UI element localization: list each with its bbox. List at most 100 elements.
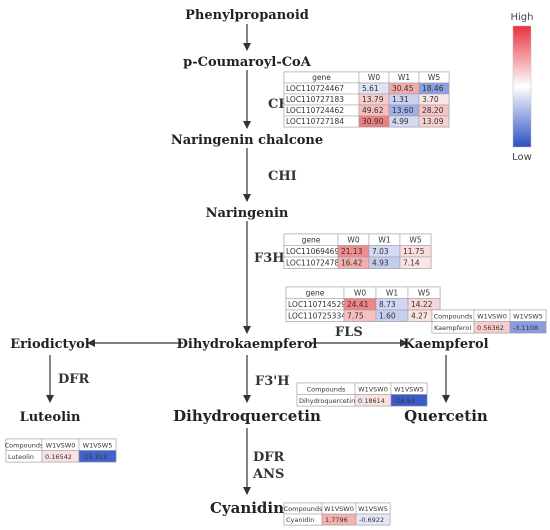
column-header: W1VSW0 xyxy=(358,386,388,394)
heatmap-value: 3.70 xyxy=(422,95,439,104)
heatmap-value: 4.27 xyxy=(411,312,428,321)
heatmap-value: 0.56362 xyxy=(477,324,504,332)
enzyme-ans: ANS xyxy=(252,467,284,482)
column-header: Compounds xyxy=(307,386,346,394)
row-label: Luteolin xyxy=(8,453,34,461)
column-header: gene xyxy=(302,236,321,245)
legend-low-label: Low xyxy=(512,152,532,163)
column-header: W0 xyxy=(368,73,380,82)
column-header: W1VSW0 xyxy=(324,505,354,513)
compound-cyanidin: Cyanidin xyxy=(210,499,284,517)
heatmap-value: 24.41 xyxy=(347,300,369,309)
heatmap-cell xyxy=(509,321,547,334)
row-label: LOC110724462 xyxy=(286,106,344,115)
enzyme-chi: CHI xyxy=(268,169,297,184)
row-label: Cyanidin xyxy=(286,516,314,524)
column-header: W1VSW5 xyxy=(513,313,543,321)
enzyme-dfr-left: DFR xyxy=(58,372,90,387)
compound-dihydroquercetin: Dihydroquercetin xyxy=(173,407,321,425)
heatmap-value: 1.60 xyxy=(379,312,396,321)
heatmap-value: -15.313 xyxy=(82,453,107,461)
row-label: Kaempferol xyxy=(434,324,471,332)
enzyme-fls: FLS xyxy=(335,325,363,340)
heatmap-value: 4.93 xyxy=(372,259,389,268)
heatmap-value: -0.6922 xyxy=(359,516,384,524)
heatmap-value: -16.93 xyxy=(394,397,415,405)
heatmap-value: 30.90 xyxy=(362,117,384,126)
heatmap-value: 21.13 xyxy=(341,247,363,256)
heatmap-value: 1.31 xyxy=(392,95,409,104)
heatmap-value: 49.62 xyxy=(362,106,384,115)
row-label: LOC110714529 xyxy=(288,300,346,309)
column-header: W0 xyxy=(354,289,366,298)
heatmap-value: 1.7796 xyxy=(325,516,348,524)
heatmap-value: 11.75 xyxy=(403,247,425,256)
column-header: W1VSW0 xyxy=(477,313,507,321)
row-label: LOC110724781 xyxy=(286,259,344,268)
enzyme-f3h: F3H xyxy=(254,251,285,266)
heatmap-value: 7.75 xyxy=(347,312,364,321)
column-header: W1VSW0 xyxy=(46,442,76,450)
heatmap-value: 30.45 xyxy=(392,84,414,93)
column-header: Compounds xyxy=(434,313,473,321)
compound-eriodictyol: Eriodictyol xyxy=(10,337,90,352)
column-header: W0 xyxy=(347,236,359,245)
heatmap-value: 18.46 xyxy=(422,84,444,93)
column-header: gene xyxy=(306,289,325,298)
enzyme-dfr: DFR xyxy=(253,450,285,465)
row-label: LOC110727184 xyxy=(286,117,344,126)
compound-phenylpropanoid: Phenylpropanoid xyxy=(185,8,309,23)
heatmap-value: 4.99 xyxy=(392,117,409,126)
heatmap-value: 13.09 xyxy=(422,117,444,126)
heatmap-value: 5.61 xyxy=(362,84,379,93)
heatmap-cell xyxy=(390,394,428,407)
compound-naringenin: Naringenin xyxy=(206,206,289,221)
heatmap-value: 14.22 xyxy=(411,300,433,309)
column-header: Compounds xyxy=(284,505,323,513)
heatmap-value: 8.73 xyxy=(379,300,396,309)
heatmap-cell xyxy=(355,513,391,526)
row-label: LOC110724467 xyxy=(286,84,344,93)
heatmap-value: 13.60 xyxy=(392,106,414,115)
row-label: LOC110694697 xyxy=(286,247,344,256)
column-header: W5 xyxy=(428,73,440,82)
enzyme-f3prime-h: F3'H xyxy=(255,374,290,389)
column-header: W5 xyxy=(409,236,421,245)
column-header: W1VSW5 xyxy=(358,505,388,513)
column-header: W1 xyxy=(386,289,398,298)
heatmap-cell xyxy=(399,256,432,269)
enzyme-labels: CHS CHI F3H FLS DFR F3'H DFR ANS xyxy=(58,97,363,482)
color-legend: High Low xyxy=(511,12,534,163)
heatmap-value: 16.42 xyxy=(341,259,363,268)
heatmap-value: 0.16542 xyxy=(45,453,72,461)
heatmap-value: -3.1108 xyxy=(513,324,538,332)
compound-kaempferol: Kaempferol xyxy=(403,337,488,352)
compound-naringenin-chalcone: Naringenin chalcone xyxy=(171,133,323,148)
compound-coumaroyl-coa: p-Coumaroyl-CoA xyxy=(183,55,312,70)
compound-luteolin: Luteolin xyxy=(20,410,81,425)
column-header: W1VSW5 xyxy=(83,442,113,450)
heatmap-value: 28.20 xyxy=(422,106,444,115)
column-header: W1 xyxy=(398,73,410,82)
legend-high-label: High xyxy=(511,12,534,23)
compound-dihydrokaempferol: Dihydrokaempferol xyxy=(177,337,318,352)
column-header: Compounds xyxy=(5,442,44,450)
legend-gradient-bar xyxy=(512,25,532,148)
heatmap-value: 7.03 xyxy=(372,247,389,256)
compound-labels: Phenylpropanoid p-Coumaroyl-CoA Naringen… xyxy=(10,8,488,517)
column-header: gene xyxy=(312,73,331,82)
row-label: LOC110727183 xyxy=(286,95,344,104)
compound-quercetin: Quercetin xyxy=(404,407,488,425)
pathway-arrows xyxy=(46,24,450,495)
heatmap-value: 7.14 xyxy=(403,259,420,268)
heatmap-value: 13.79 xyxy=(362,95,384,104)
column-header: W1 xyxy=(378,236,390,245)
